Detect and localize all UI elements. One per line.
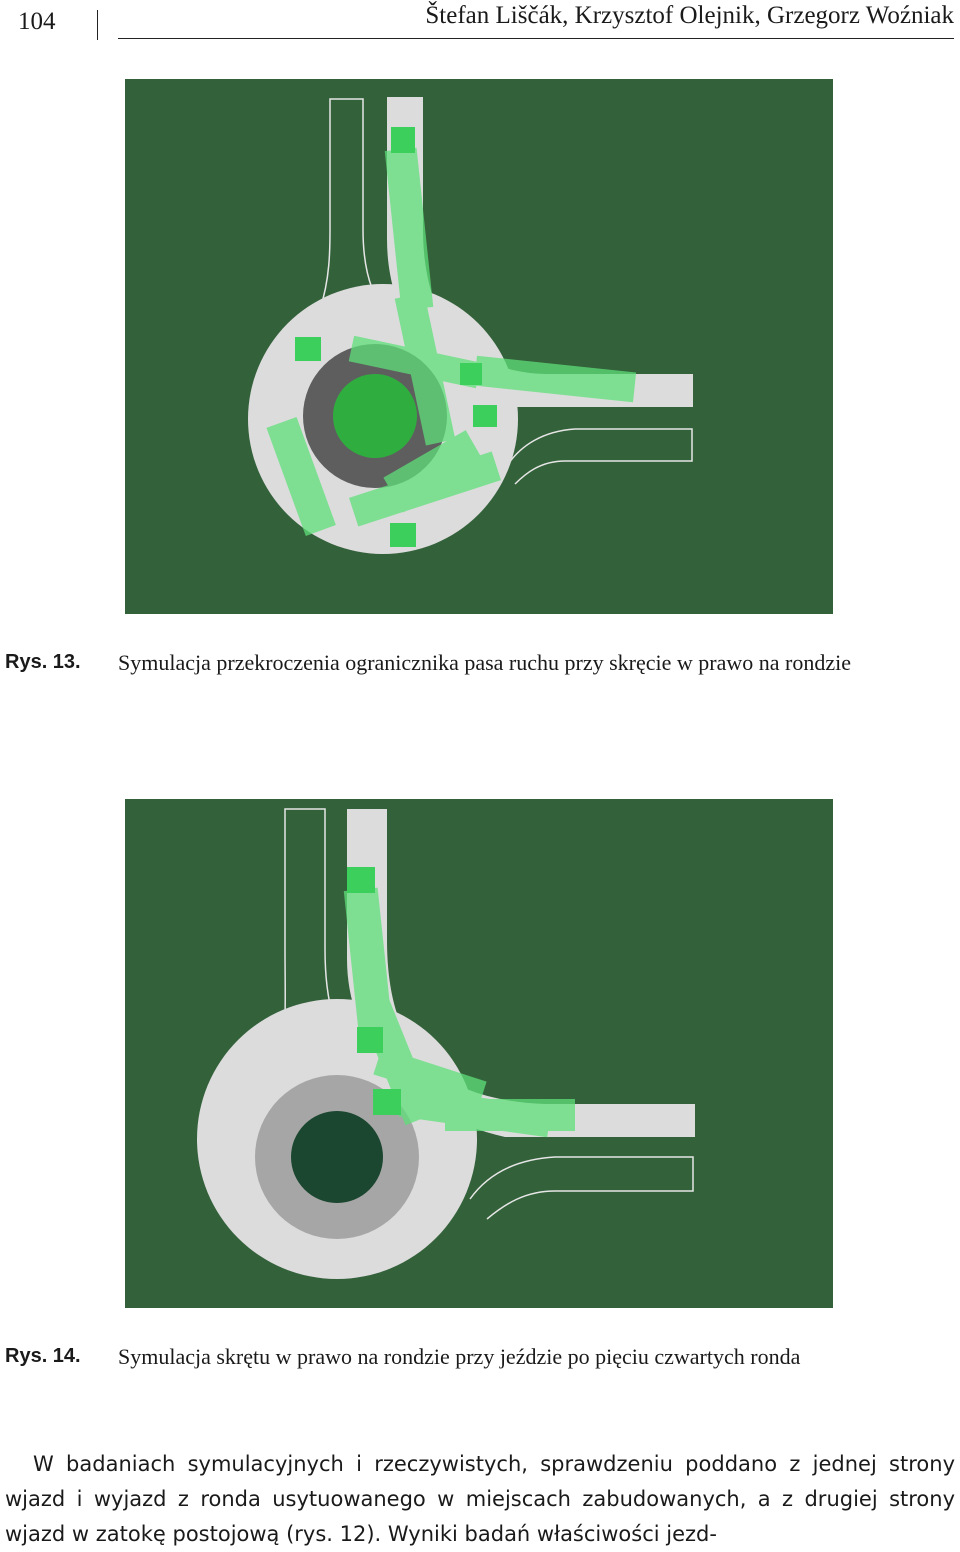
figure-13-label: Rys. 13. xyxy=(5,651,81,673)
figure-13-image xyxy=(125,79,833,614)
vehicle-trajectory xyxy=(266,147,637,536)
roundabout-island xyxy=(291,1111,383,1203)
body-paragraph: W badaniach symulacyjnych i rzeczywistyc… xyxy=(5,1452,955,1546)
header-authors: Štefan Liščák, Krzysztof Olejnik, Grzego… xyxy=(425,2,954,29)
roundabout-island xyxy=(333,374,417,458)
figure-14-caption-text: Symulacja skrętu w prawo na rondzie przy… xyxy=(118,1344,801,1369)
header-separator xyxy=(97,10,98,40)
figure-14-label: Rys. 14. xyxy=(5,1345,81,1367)
figure-14-roundabout-simulation xyxy=(125,799,833,1308)
north-road-arm xyxy=(347,809,695,1137)
north-road-arm xyxy=(387,97,693,407)
figure-14-image xyxy=(125,799,833,1308)
vehicle-cabs xyxy=(347,867,401,1115)
east-lane-outline xyxy=(504,428,693,485)
page-number: 104 xyxy=(18,8,56,35)
vehicle-cabs xyxy=(295,127,497,547)
vehicle-trajectory xyxy=(343,887,575,1138)
figure-13-caption-text: Symulacja przekroczenia ogranicznika pas… xyxy=(118,650,851,675)
east-lane-outline xyxy=(469,1156,694,1220)
header-rule xyxy=(118,38,954,39)
figure-13-roundabout-simulation xyxy=(125,79,833,614)
